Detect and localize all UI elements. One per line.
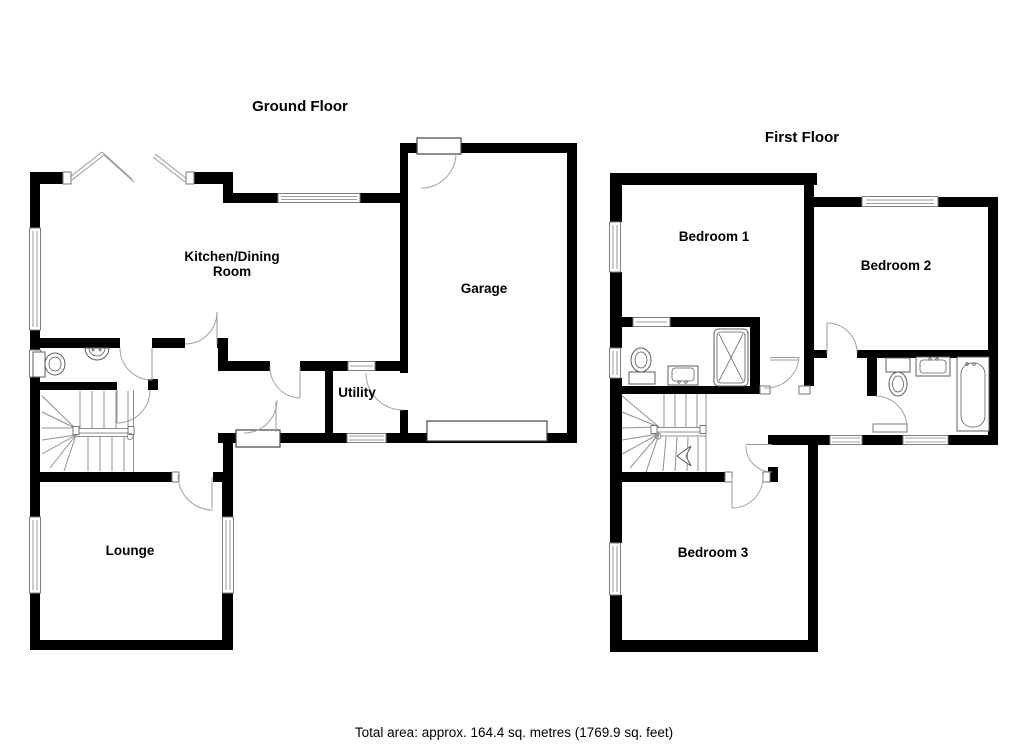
bathroom-bottom-window bbox=[902, 435, 949, 445]
ground-floor-title: Ground Floor bbox=[252, 98, 348, 115]
kitchen-top-window bbox=[277, 193, 361, 203]
bedroom1-left-window bbox=[609, 221, 621, 273]
bath-icon bbox=[956, 356, 990, 432]
ground-floor-stairs-icon bbox=[41, 390, 135, 472]
stairs-direction-arrow bbox=[676, 445, 692, 467]
showerroom-sink-icon bbox=[667, 365, 699, 386]
ground-floor-doors bbox=[62, 137, 548, 511]
lounge-door bbox=[171, 471, 214, 511]
bathroom-door bbox=[872, 395, 908, 433]
kitchen-label: Kitchen/Dining bbox=[184, 249, 279, 264]
utility-hatch-window bbox=[347, 361, 376, 371]
total-area-caption: Total area: approx. 164.4 sq. metres (17… bbox=[355, 725, 673, 740]
kitchen-label-line2: Room bbox=[213, 264, 251, 279]
lounge-label: Lounge bbox=[106, 543, 155, 558]
utility-bottom-window bbox=[346, 433, 387, 443]
landing-bottom-window bbox=[829, 435, 863, 445]
lounge-left-window bbox=[29, 516, 41, 594]
bedroom3-label: Bedroom 3 bbox=[678, 545, 749, 560]
garage-label: Garage bbox=[461, 281, 508, 296]
first-floor-doors bbox=[724, 322, 908, 509]
lobby-door bbox=[269, 366, 301, 399]
bedroom3-left-window bbox=[609, 542, 621, 596]
kitchen-left-window bbox=[29, 227, 41, 331]
ground-floor-walls bbox=[30, 143, 577, 650]
bathroom-sink-icon bbox=[915, 356, 951, 377]
lounge-right-window bbox=[222, 516, 234, 594]
first-floor-plan: First Floor Bedroom 1 Bedroom 2 Bedroom … bbox=[609, 129, 998, 652]
bedroom2-door bbox=[826, 322, 858, 354]
garage-door bbox=[426, 420, 548, 442]
first-floor-title: First Floor bbox=[765, 129, 839, 146]
shower-icon bbox=[713, 328, 749, 387]
first-floor-stairs-icon bbox=[621, 394, 707, 473]
bifold-doors bbox=[62, 151, 195, 185]
bathroom-toilet-icon bbox=[885, 357, 911, 397]
utility-label: Utility bbox=[338, 385, 376, 400]
utility-garage-door bbox=[365, 372, 404, 411]
bedroom1-hatch bbox=[632, 317, 671, 327]
wc-toilet-icon bbox=[32, 351, 66, 378]
showerroom-left-window bbox=[609, 347, 621, 379]
garage-top-door bbox=[416, 137, 462, 189]
first-floor-windows bbox=[609, 196, 949, 596]
showerroom-toilet-icon bbox=[628, 347, 656, 385]
first-floor-walls bbox=[610, 173, 998, 652]
wc-basin-icon bbox=[84, 347, 110, 361]
ground-floor-plan: Ground Floor Kitchen/Dining Room Garage … bbox=[29, 98, 577, 650]
bedroom1-door bbox=[759, 356, 811, 395]
front-door bbox=[235, 399, 281, 448]
wc-door bbox=[119, 347, 153, 381]
stairs-door bbox=[116, 389, 151, 424]
bedroom1-label: Bedroom 1 bbox=[679, 229, 750, 244]
bedroom3-door bbox=[724, 471, 771, 509]
kitchen-door bbox=[184, 311, 218, 345]
bedroom2-top-window bbox=[861, 196, 939, 207]
bedroom2-label: Bedroom 2 bbox=[861, 258, 932, 273]
